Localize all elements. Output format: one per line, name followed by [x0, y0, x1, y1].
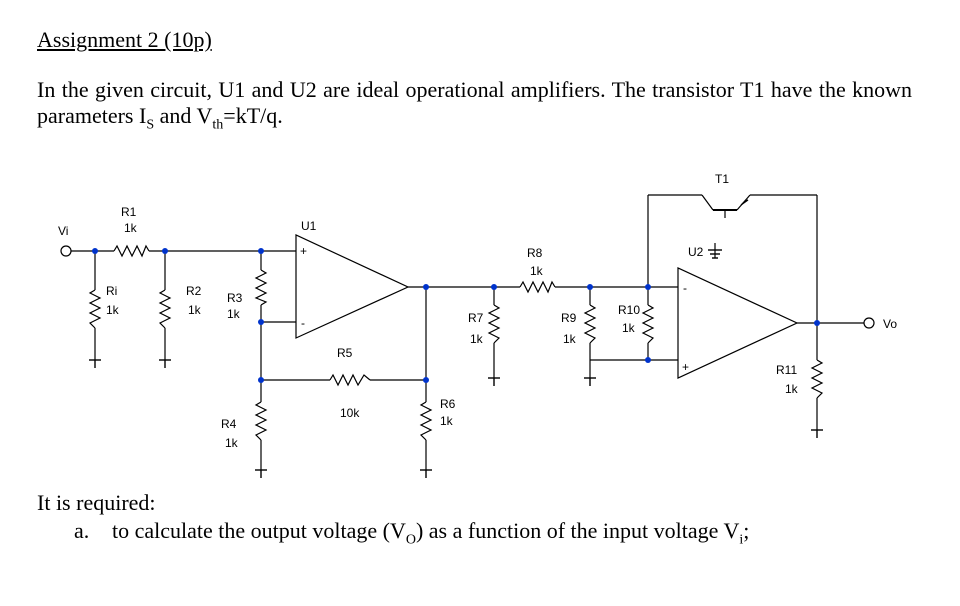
is-subscript: S — [146, 117, 155, 133]
resistor-r4 — [254, 401, 268, 441]
label-u1: U1 — [301, 219, 317, 233]
r7-value: 1k — [470, 332, 484, 346]
resistor-r10 — [641, 304, 655, 344]
r9-name: R9 — [561, 311, 577, 325]
requirement-lead: It is required: — [37, 490, 156, 515]
r10-name: R10 — [618, 303, 640, 317]
item-a-text-end: ; — [743, 518, 750, 543]
item-a-text-mid: ) as a function of the input voltage V — [415, 518, 740, 543]
resistor-ri — [88, 289, 102, 329]
vo-subscript: O — [405, 532, 416, 548]
r2-value: 1k — [188, 303, 202, 317]
u2-plus: + — [682, 360, 689, 374]
r6-name: R6 — [440, 397, 456, 411]
input-terminal — [60, 245, 72, 257]
label-u2: U2 — [688, 245, 704, 259]
circuit-wires — [71, 194, 864, 470]
resistor-r11 — [810, 359, 824, 399]
r11-name: R11 — [776, 363, 797, 377]
r3-value: 1k — [227, 307, 241, 321]
r1-name: R1 — [121, 205, 137, 219]
r8-name: R8 — [527, 246, 543, 260]
opamp-u1 — [295, 234, 410, 339]
r10-value: 1k — [622, 321, 636, 335]
r11-value: 1k — [785, 382, 799, 396]
r5-name: R5 — [337, 346, 353, 360]
resistor-r2 — [158, 289, 172, 329]
u1-plus: + — [300, 244, 307, 258]
r7-name: R7 — [468, 311, 484, 325]
resistor-r1 — [113, 244, 150, 258]
output-terminal — [863, 317, 875, 329]
vth-subscript: th — [212, 117, 224, 133]
resistor-r9 — [583, 304, 597, 344]
item-a-text-pre: to calculate the output voltage (V — [112, 518, 406, 543]
label-vi: Vi — [58, 224, 68, 238]
junction-dots — [92, 248, 820, 383]
u1-minus: - — [301, 316, 305, 330]
r5-value: 10k — [340, 406, 360, 420]
vi-subscript: i — [739, 532, 744, 548]
resistor-r8 — [519, 280, 556, 294]
label-vo: Vo — [883, 317, 897, 331]
statement-part3: =kT/q. — [223, 103, 283, 128]
r9-value: 1k — [563, 332, 577, 346]
transistor-t1 — [701, 194, 751, 218]
r6-value: 1k — [440, 414, 454, 428]
resistor-r5 — [329, 373, 371, 387]
resistor-r7 — [487, 304, 501, 344]
ri-value: 1k — [106, 303, 120, 317]
opamp-u2 — [677, 267, 799, 379]
resistor-r3 — [254, 269, 268, 306]
ground-symbols — [89, 249, 823, 478]
r2-name: R2 — [186, 284, 202, 298]
r3-name: R3 — [227, 291, 243, 305]
item-a-marker: a. — [74, 518, 90, 543]
r1-value: 1k — [124, 221, 138, 235]
ri-name: Ri — [106, 284, 117, 298]
statement-part2: and V — [154, 103, 213, 128]
requirement-item-a: a. to calculate the output voltage (VO) a… — [74, 518, 749, 548]
r4-name: R4 — [221, 417, 237, 431]
r8-value: 1k — [530, 264, 544, 278]
u2-minus: - — [683, 281, 687, 295]
assignment-title: Assignment 2 (10p) — [37, 27, 212, 52]
statement-part1: In the given circuit, U1 and U2 are idea… — [37, 77, 912, 128]
resistor-r6 — [419, 401, 433, 441]
r4-value: 1k — [225, 436, 239, 450]
problem-statement: In the given circuit, U1 and U2 are idea… — [37, 77, 912, 138]
label-t1: T1 — [715, 172, 729, 186]
